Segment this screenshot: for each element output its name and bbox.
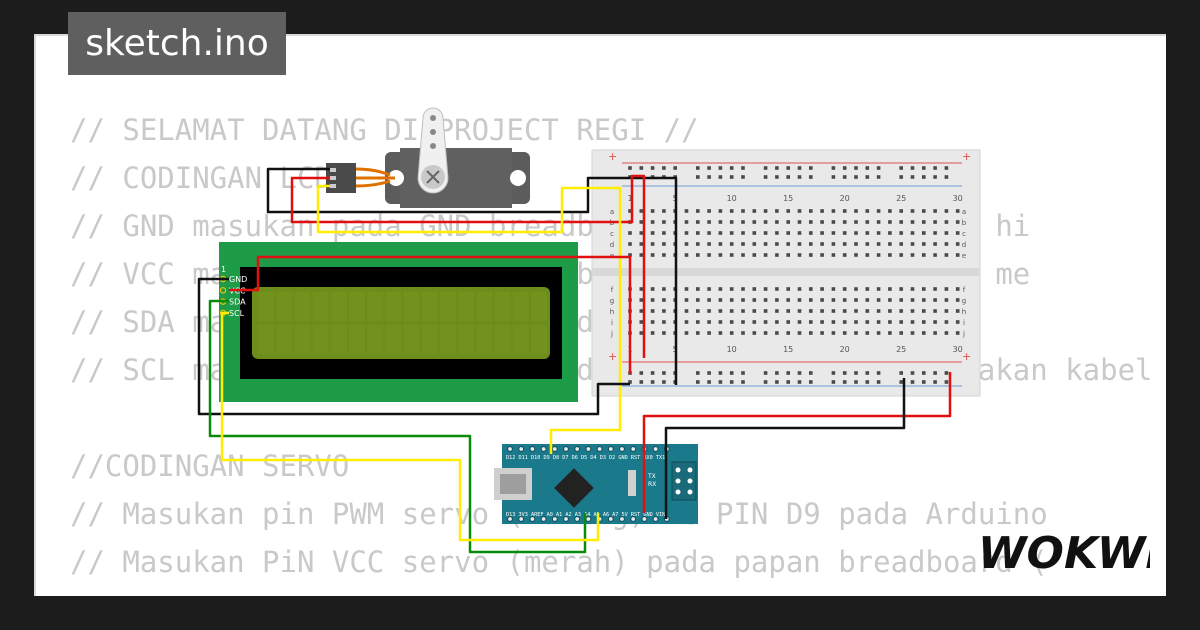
svg-text:+: + [608, 150, 617, 163]
svg-text:+: + [962, 150, 971, 163]
code-line: // Masukan PiN VCC servo (merah) pada pa… [70, 545, 1048, 579]
lcd-sda-wire [208, 299, 587, 554]
breadboard-column-number: 20 [840, 345, 850, 354]
breadboard-row-label: i [611, 319, 613, 327]
breadboard-column-number: 20 [840, 194, 850, 203]
breadboard-column-number: 25 [896, 194, 906, 203]
servo-gnd-wire [266, 167, 678, 385]
lcd-pin-label: SCL [229, 309, 245, 318]
breadboard-row-label: j [962, 330, 965, 338]
lcd-vcc-wire [229, 255, 632, 374]
breadboard-row-label: g [610, 297, 614, 305]
rail-vcc-wire [642, 372, 952, 513]
arduino-top-labels: D12 D11 D10 D9 D8 D7 D6 D5 D4 D3 D2 GND … [506, 455, 665, 461]
breadboard-column-number: 1 [627, 194, 632, 203]
servo-motor [326, 107, 530, 208]
breadboard-row-label: e [962, 252, 966, 260]
wires [197, 167, 952, 554]
lcd-gnd-wire [197, 277, 630, 416]
breadboard-row-label: i [963, 319, 965, 327]
code-line: //Masukan PiN GND servo (hitam) pada pap… [70, 586, 1166, 596]
icsp-header [671, 461, 697, 501]
breadboard-row-label: d [610, 241, 614, 249]
breadboard-row-label: h [962, 308, 966, 316]
breadboard-column-number: 15 [783, 194, 793, 203]
lcd-pin-label: SDA [229, 298, 246, 307]
arduino-rx-label: RX [648, 481, 656, 488]
breadboard-row-label: c [962, 230, 966, 238]
file-tab[interactable]: sketch.ino [68, 12, 286, 75]
code-line: //CODINGAN SERVO [70, 449, 350, 483]
arduino-nano: D12 D11 D10 D9 D8 D7 D6 D5 D4 D3 D2 GND … [494, 444, 698, 524]
breadboard-row-label: a [610, 208, 614, 216]
breadboard-row-label: j [610, 330, 613, 338]
svg-text:WOKWI: WOKWI [978, 528, 1150, 578]
code-line: // SELAMAT DATANG DI PROJECT REGI // [70, 113, 699, 147]
servo-pwm-wire [316, 184, 622, 454]
breadboard-column-number: 10 [727, 345, 737, 354]
rail-gnd-wire [664, 378, 906, 519]
breadboard-column-number: 30 [953, 194, 963, 203]
svg-text:+: + [962, 350, 971, 363]
code-line: // CODINGAN LCD [70, 161, 332, 195]
svg-text:+: + [608, 350, 617, 363]
breadboard-row-label: a [962, 208, 966, 216]
breadboard-column-number: 10 [727, 194, 737, 203]
servo-vcc-wire [290, 174, 646, 358]
breadboard-row-label: d [962, 241, 966, 249]
breadboard-row-label: c [610, 230, 614, 238]
breadboard-row-label: g [962, 297, 966, 305]
breadboard-column-number: 25 [896, 345, 906, 354]
breadboard-row-label: h [610, 308, 614, 316]
arduino-tx-label: TX [647, 473, 656, 480]
breadboard-column-number: 15 [783, 345, 793, 354]
lcd-pin-label: GND [229, 275, 247, 284]
breadboard-row-label: f [611, 286, 614, 294]
lcd-pin-number: 1 [221, 265, 226, 274]
breadboard-row-label: f [963, 286, 966, 294]
lcd-character-cells [258, 292, 547, 354]
wokwi-logo: WOKWI [978, 528, 1150, 578]
breadboard-row-label: b [962, 219, 967, 227]
arduino-pin-headers [507, 446, 670, 522]
lcd-scl-wire [220, 311, 600, 542]
breadboard-column-number: 30 [953, 345, 963, 354]
